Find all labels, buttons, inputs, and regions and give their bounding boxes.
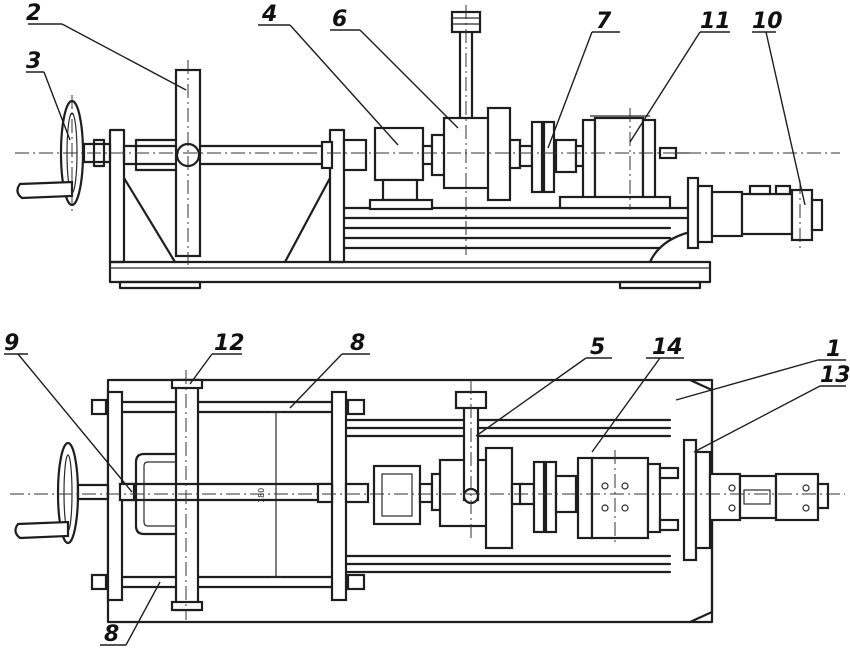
side-view: [15, 5, 840, 290]
motor-10: [790, 188, 814, 242]
callout-3: 3: [26, 49, 41, 74]
callout-11: 11: [700, 9, 731, 34]
body-4: [373, 126, 425, 182]
callout-2: 2: [26, 1, 41, 26]
plan-motor: [774, 472, 820, 522]
callout-10: 10: [752, 9, 783, 34]
coupling-7: [530, 120, 544, 194]
callout-8-top: 8: [350, 331, 365, 356]
middle-stand: [328, 128, 346, 264]
dimension-label: 180: [257, 488, 266, 503]
plate-12: [174, 378, 200, 612]
plan-body-4: [372, 464, 422, 526]
callout-6: 6: [332, 7, 347, 32]
callout-4: 4: [261, 2, 277, 27]
callout-7: 7: [596, 9, 612, 34]
callout-9: 9: [4, 331, 19, 356]
leader-lines: [4, 23, 846, 646]
handwheel-handle: [16, 180, 74, 200]
lead-screw: [122, 144, 332, 166]
callout-5: 5: [590, 335, 605, 360]
callout-8-bottom: 8: [104, 622, 119, 647]
base-frame: [108, 260, 712, 284]
callout-12: 12: [214, 331, 245, 356]
flange-13: [682, 438, 698, 562]
callout-labels: 2 3 4 6 7 11 10 9 12 8 5 14 1 13 8: [4, 1, 850, 647]
plan-view: 180: [10, 370, 845, 624]
left-stand: [108, 128, 126, 264]
callout-1: 1: [826, 337, 841, 362]
callout-13: 13: [820, 363, 850, 388]
chamber-11-flange: [581, 118, 597, 202]
plan-chamber: [590, 456, 650, 540]
callout-14: 14: [652, 335, 683, 360]
chamber-11: [593, 116, 645, 202]
